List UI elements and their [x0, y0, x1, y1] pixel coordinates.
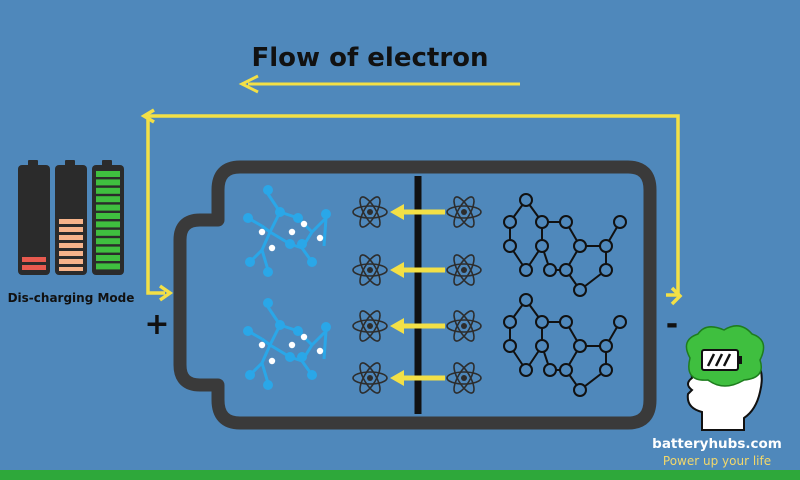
mode-label: Dis-charging Mode [8, 291, 135, 305]
ion-arrow [390, 370, 445, 386]
atom-icon [352, 251, 388, 289]
ion-arrow [390, 318, 445, 334]
ion-arrow [390, 204, 445, 220]
anode-graphite-top [503, 193, 627, 297]
brand-logo: batteryhubs.com Power up your life [652, 325, 782, 468]
battery-icon-low [18, 160, 50, 275]
ion-rows [352, 193, 482, 397]
atom-icon [446, 307, 482, 345]
atom-icon [352, 359, 388, 397]
atom-icon [446, 251, 482, 289]
plus-terminal-label: + [144, 307, 169, 342]
anode-graphite-bottom [503, 293, 627, 397]
external-wire [140, 108, 683, 306]
brand-name: batteryhubs.com [652, 436, 782, 452]
ion-arrow [390, 262, 445, 278]
atom-icon [446, 359, 482, 397]
diagram-title: Flow of electron [251, 43, 488, 73]
battery-level-icons [18, 160, 124, 275]
flow-direction-arrow [238, 74, 520, 94]
battery-icon-half [55, 160, 87, 275]
head-battery-icon [685, 325, 765, 431]
atom-icon [352, 307, 388, 345]
cathode-cluster-top [243, 185, 331, 277]
battery-icon-full [92, 160, 124, 275]
ground-strip [0, 470, 800, 480]
cathode-cluster-bottom [243, 298, 331, 390]
brand-tagline: Power up your life [663, 454, 771, 468]
minus-terminal-label: - [666, 307, 678, 342]
battery-casing [173, 160, 657, 430]
atom-icon [446, 193, 482, 231]
atom-icon [352, 193, 388, 231]
